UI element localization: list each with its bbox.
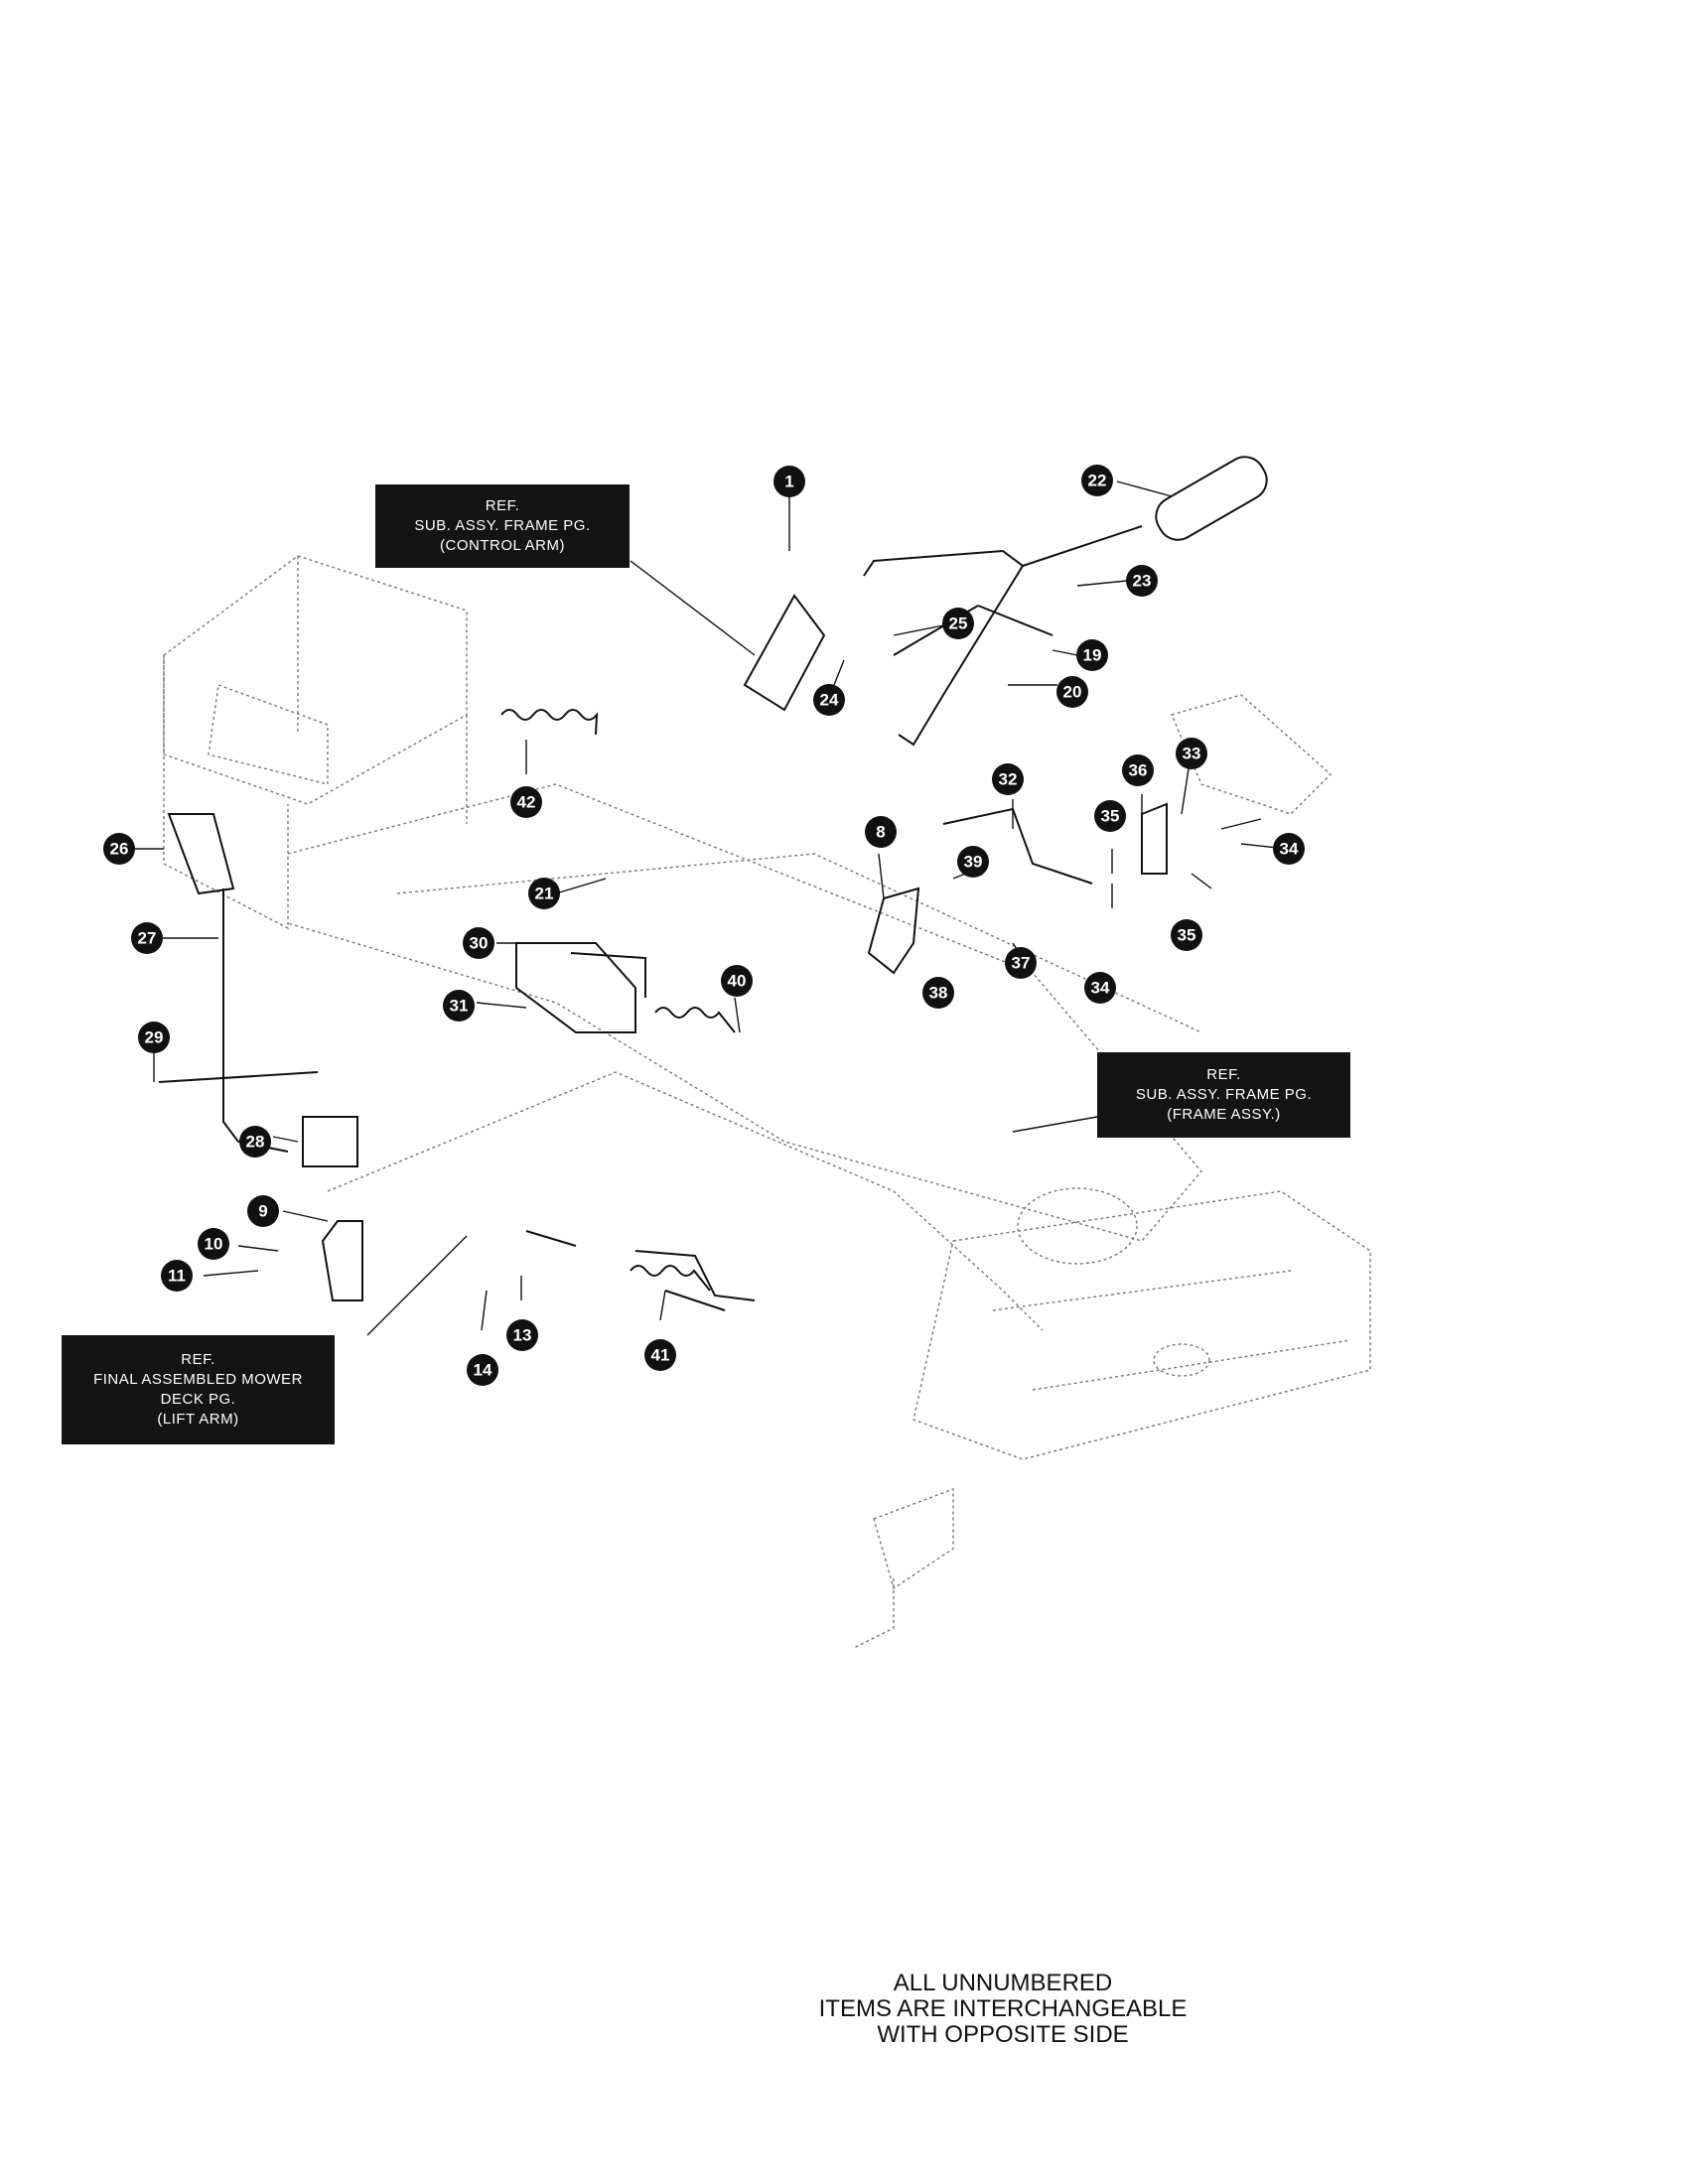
svg-text:33: 33 — [1183, 745, 1201, 763]
svg-text:22: 22 — [1088, 472, 1107, 490]
svg-text:1: 1 — [784, 473, 793, 491]
callout-41: 41 — [644, 1339, 676, 1371]
callouts: 1 22 23 25 19 20 24 26 42 21 27 29 28 30… — [103, 465, 1305, 1386]
callout-9: 9 — [247, 1195, 279, 1227]
svg-text:25: 25 — [949, 614, 968, 633]
svg-text:20: 20 — [1063, 683, 1082, 702]
svg-text:13: 13 — [513, 1326, 532, 1345]
ref-box-line: SUB. ASSY. FRAME PG. — [1135, 1086, 1313, 1103]
callout-10: 10 — [198, 1228, 229, 1260]
springs — [500, 709, 736, 1292]
note-line: ALL UNNUMBERED — [893, 1970, 1113, 1996]
interchangeable-note: ALL UNNUMBERED ITEMS ARE INTERCHANGEABLE… — [794, 1971, 1211, 2048]
svg-text:19: 19 — [1083, 646, 1102, 665]
callout-34a: 34 — [1273, 833, 1305, 865]
control-arm-parts — [158, 456, 1268, 1311]
svg-text:42: 42 — [517, 793, 536, 812]
callout-11: 11 — [161, 1260, 193, 1292]
callout-28: 28 — [239, 1126, 271, 1158]
callout-40: 40 — [721, 965, 753, 997]
callout-27: 27 — [131, 922, 163, 954]
svg-text:34: 34 — [1280, 840, 1299, 859]
svg-text:10: 10 — [205, 1235, 223, 1254]
svg-text:27: 27 — [138, 929, 157, 948]
svg-text:14: 14 — [474, 1361, 492, 1380]
svg-text:23: 23 — [1133, 572, 1152, 591]
svg-text:37: 37 — [1012, 954, 1031, 973]
svg-text:34: 34 — [1091, 979, 1110, 998]
callout-25: 25 — [942, 608, 974, 639]
svg-text:40: 40 — [728, 972, 747, 991]
svg-text:8: 8 — [876, 823, 885, 842]
ref-box-line: REF. — [485, 497, 520, 514]
svg-text:26: 26 — [110, 840, 129, 859]
callout-32: 32 — [992, 763, 1024, 795]
ref-box-line: DECK PG. — [160, 1391, 236, 1408]
callout-33: 33 — [1176, 738, 1207, 769]
callout-35a: 35 — [1094, 800, 1126, 832]
svg-text:11: 11 — [168, 1267, 186, 1286]
svg-text:9: 9 — [258, 1202, 267, 1221]
ref-box-line: SUB. ASSY. FRAME PG. — [414, 517, 591, 534]
svg-text:32: 32 — [999, 770, 1018, 789]
note-line: WITH OPPOSITE SIDE — [877, 2021, 1129, 2048]
svg-text:31: 31 — [450, 997, 469, 1016]
svg-text:36: 36 — [1129, 761, 1148, 780]
svg-text:41: 41 — [651, 1346, 670, 1365]
note-line: ITEMS ARE INTERCHANGEABLE — [818, 1995, 1188, 2022]
svg-text:24: 24 — [820, 691, 839, 710]
ref-box-line: REF. — [181, 1351, 215, 1368]
ref-box-line: REF. — [1206, 1066, 1241, 1083]
callout-26: 26 — [103, 833, 135, 865]
svg-text:30: 30 — [470, 934, 489, 953]
callout-8: 8 — [865, 816, 897, 848]
ref-box-line: (FRAME ASSY.) — [1167, 1106, 1281, 1123]
callout-35b: 35 — [1171, 919, 1202, 951]
ref-box-line: (LIFT ARM) — [157, 1411, 239, 1428]
ref-box-lift-arm: REF. FINAL ASSEMBLED MOWER DECK PG. (LIF… — [62, 1335, 335, 1444]
ref-box-line: FINAL ASSEMBLED MOWER — [93, 1371, 303, 1388]
svg-text:35: 35 — [1178, 926, 1196, 945]
callout-22: 22 — [1081, 465, 1113, 496]
callout-37: 37 — [1005, 947, 1037, 979]
leader-lines — [119, 480, 1287, 1336]
callout-14: 14 — [467, 1354, 498, 1386]
callout-24: 24 — [813, 684, 845, 716]
callout-20: 20 — [1056, 676, 1088, 708]
callout-19: 19 — [1076, 639, 1108, 671]
callout-23: 23 — [1126, 565, 1158, 597]
callout-34b: 34 — [1084, 972, 1116, 1004]
ref-box-frame-assy: REF. SUB. ASSY. FRAME PG. (FRAME ASSY.) — [1097, 1052, 1350, 1138]
callout-13: 13 — [506, 1319, 538, 1351]
callout-31: 31 — [443, 990, 475, 1022]
callout-1: 1 — [773, 466, 805, 497]
svg-text:38: 38 — [929, 984, 948, 1003]
callout-30: 30 — [463, 927, 494, 959]
callout-29: 29 — [138, 1022, 170, 1053]
callout-21: 21 — [528, 878, 560, 909]
svg-text:29: 29 — [145, 1028, 164, 1047]
callout-38: 38 — [922, 977, 954, 1009]
ref-box-control-arm: REF. SUB. ASSY. FRAME PG. (CONTROL ARM) — [375, 484, 630, 568]
callout-42: 42 — [510, 786, 542, 818]
svg-text:28: 28 — [246, 1133, 265, 1152]
ref-box-line: (CONTROL ARM) — [440, 537, 565, 554]
svg-text:39: 39 — [964, 853, 983, 872]
callout-39: 39 — [957, 846, 989, 878]
svg-text:21: 21 — [535, 885, 554, 903]
callout-36: 36 — [1122, 754, 1154, 786]
svg-text:35: 35 — [1101, 807, 1120, 826]
